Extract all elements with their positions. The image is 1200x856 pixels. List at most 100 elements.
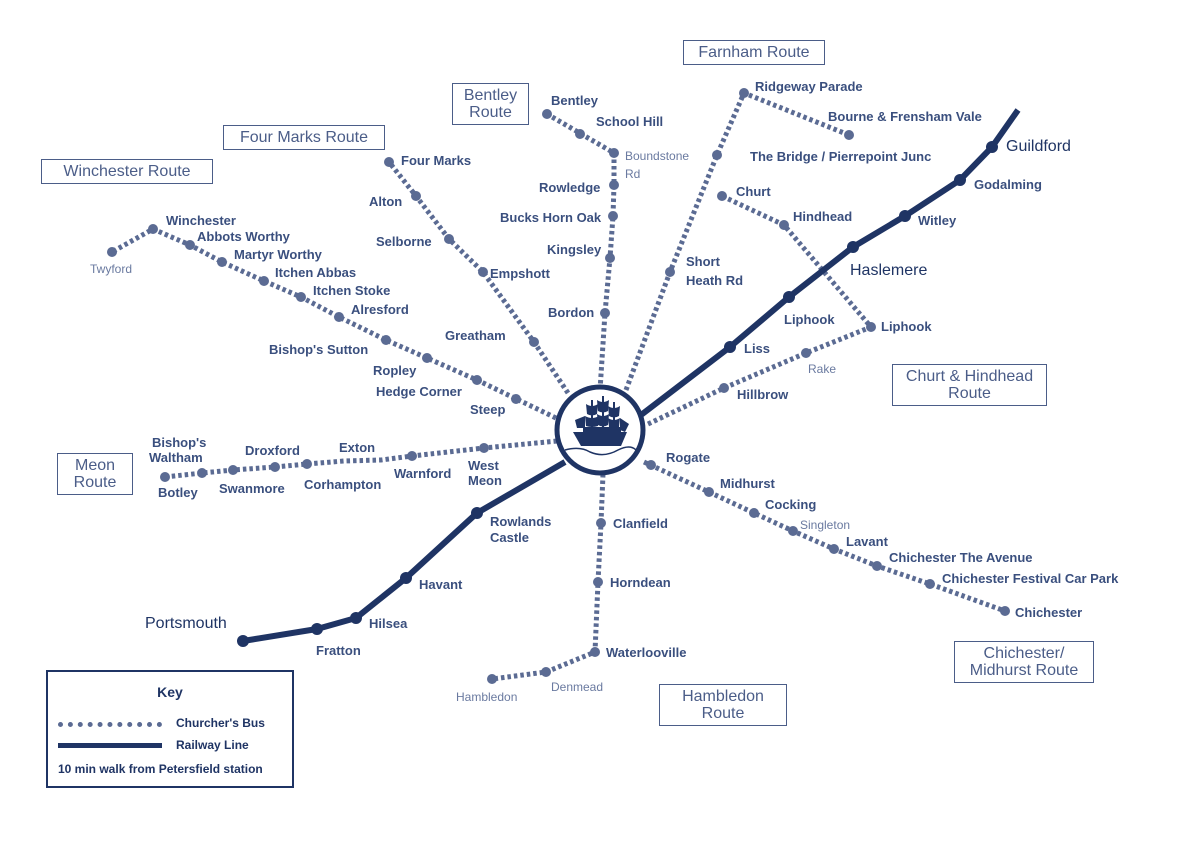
stop-label-west-meon-1: West — [468, 458, 499, 473]
key-rail-swatch — [58, 743, 162, 748]
stop-dot-witley — [899, 210, 911, 222]
stop-label-botley: Botley — [158, 485, 199, 500]
stop-dot-clanfield — [596, 518, 606, 528]
key-bus-swatch — [58, 722, 162, 727]
stop-dot-warnford — [407, 451, 417, 461]
stop-label-warnford: Warnford — [394, 466, 451, 481]
stop-label-portsmouth: Portsmouth — [145, 615, 227, 632]
stop-dot-horndean — [593, 577, 603, 587]
stop-dot-alton — [411, 191, 421, 201]
stop-dot-hillbrow — [719, 383, 729, 393]
stop-label-corhampton: Corhampton — [304, 477, 381, 492]
petersfield-hub — [554, 384, 646, 476]
stop-label-haslemere: Haslemere — [850, 262, 927, 279]
stop-label-rowlands-castle-2: Castle — [490, 530, 529, 545]
stop-dot-denmead — [541, 667, 551, 677]
stop-label-kingsley: Kingsley — [547, 242, 602, 257]
stop-dot-bourne-frensham — [844, 130, 854, 140]
stop-dot-hedge-corner — [472, 375, 482, 385]
route-box-churt-hindhead-line1: Churt & Hindhead — [905, 368, 1034, 385]
stop-dot-bentley — [542, 109, 552, 119]
bus-line-winchester — [110, 226, 558, 421]
stop-label-chichester-festival: Chichester Festival Car Park — [942, 571, 1119, 586]
bus-line-hambledon — [491, 473, 606, 682]
route-box-hambledon-line1: Hambledon — [682, 688, 764, 705]
stop-label-churt: Churt — [736, 184, 771, 199]
stop-dot-hindhead — [779, 220, 789, 230]
stop-dot-alresford — [334, 312, 344, 322]
stop-label-alresford: Alresford — [351, 302, 409, 317]
stop-dot-farnham-mid — [712, 150, 722, 160]
stop-dot-rowlands-castle — [471, 507, 483, 519]
stop-label-midhurst: Midhurst — [720, 476, 776, 491]
stop-dot-short-heath — [665, 267, 675, 277]
route-box-hambledon-line2: Route — [701, 705, 745, 722]
stop-label-winchester: Winchester — [166, 213, 236, 228]
stop-dot-empshott — [478, 267, 488, 277]
stop-dot-liss — [724, 341, 736, 353]
rail-line-south — [242, 459, 567, 644]
stop-dot-selborne — [444, 234, 454, 244]
stop-label-hindhead: Hindhead — [793, 209, 852, 224]
stop-dot-school-hill — [575, 129, 585, 139]
stop-dot-haslemere — [847, 241, 859, 253]
stop-label-liphook-rail: Liphook — [784, 312, 835, 327]
stop-dot-waterlooville — [590, 647, 600, 657]
stop-label-twyford: Twyford — [90, 262, 132, 276]
stop-label-clanfield: Clanfield — [613, 516, 668, 531]
route-box-meon-line1: Meon — [74, 457, 116, 474]
stop-label-bishops-sutton: Bishop's Sutton — [269, 342, 368, 357]
stop-label-horndean: Horndean — [610, 575, 671, 590]
key-bus-label: Churcher's Bus — [176, 716, 265, 730]
stop-dot-steep — [511, 394, 521, 404]
route-box-meon: Meon Route — [57, 453, 133, 495]
stop-label-ropley: Ropley — [373, 363, 417, 378]
map-key: Key Churcher's Bus Railway Line 10 min w… — [46, 670, 294, 788]
stop-dot-exton — [302, 459, 312, 469]
stop-dot-churt — [717, 191, 727, 201]
ship-icon — [573, 396, 629, 446]
stop-dot-liphook-rail — [783, 291, 795, 303]
stop-label-liss: Liss — [744, 341, 770, 356]
stop-label-liphook-bus: Liphook — [881, 319, 932, 334]
stop-label-hambledon: Hambledon — [456, 690, 517, 704]
stop-dot-guildford — [986, 141, 998, 153]
route-box-four-marks: Four Marks Route — [223, 125, 385, 150]
stop-label-waterlooville: Waterlooville — [606, 645, 686, 660]
stop-dot-boundstone — [609, 148, 619, 158]
stop-dot-portsmouth — [237, 635, 249, 647]
route-box-hambledon: Hambledon Route — [659, 684, 787, 726]
stop-label-fratton: Fratton — [316, 643, 361, 658]
stop-dot-corhampton — [270, 462, 280, 472]
stop-label-bucks-horn-oak: Bucks Horn Oak — [500, 210, 602, 225]
bus-line-chichester — [642, 459, 1006, 614]
stop-label-chichester: Chichester — [1015, 605, 1082, 620]
stop-label-bishops-waltham-1: Bishop's — [152, 435, 206, 450]
stop-dot-droxford — [228, 465, 238, 475]
route-box-bentley: Bentley Route — [452, 83, 529, 125]
stop-label-west-meon-2: Meon — [468, 473, 502, 488]
stop-dot-bishops-sutton — [381, 335, 391, 345]
stop-dot-havant — [400, 572, 412, 584]
route-box-meon-line2: Route — [73, 474, 117, 491]
bus-line-meon — [164, 438, 558, 480]
route-box-bentley-line2: Route — [469, 104, 512, 121]
stop-dot-itchen-abbas — [259, 276, 269, 286]
stop-dot-chichester-avenue — [872, 561, 882, 571]
stop-dot-hambledon — [487, 674, 497, 684]
stop-dot-ridgeway-parade — [739, 88, 749, 98]
stop-label-lavant: Lavant — [846, 534, 889, 549]
stop-label-singleton: Singleton — [800, 518, 850, 532]
stop-dot-kingsley — [605, 253, 615, 263]
stop-label-havant: Havant — [419, 577, 463, 592]
stop-dot-ropley — [422, 353, 432, 363]
stop-label-hedge-corner: Hedge Corner — [376, 384, 462, 399]
stop-label-droxford: Droxford — [245, 443, 300, 458]
stop-label-alton: Alton — [369, 194, 402, 209]
stop-label-rogate: Rogate — [666, 450, 710, 465]
route-box-churt-hindhead-line2: Route — [948, 385, 991, 402]
stop-label-greatham: Greatham — [445, 328, 506, 343]
bus-line-four-marks — [387, 160, 571, 395]
stop-label-rowlands-castle-1: Rowlands — [490, 514, 551, 529]
stop-dot-rowledge — [609, 180, 619, 190]
